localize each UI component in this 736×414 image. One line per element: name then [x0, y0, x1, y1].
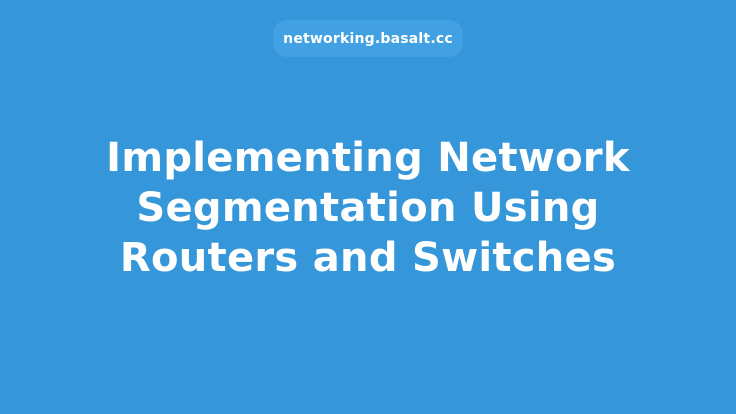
- title-line-1: Implementing Network: [106, 135, 630, 181]
- title-line-2: Segmentation Using: [136, 185, 600, 231]
- title-line-3: Routers and Switches: [119, 235, 617, 281]
- article-title: Implementing Network Segmentation Using …: [0, 133, 736, 283]
- site-domain-badge[interactable]: networking.basalt.cc: [273, 20, 463, 57]
- site-domain-label: networking.basalt.cc: [283, 30, 453, 47]
